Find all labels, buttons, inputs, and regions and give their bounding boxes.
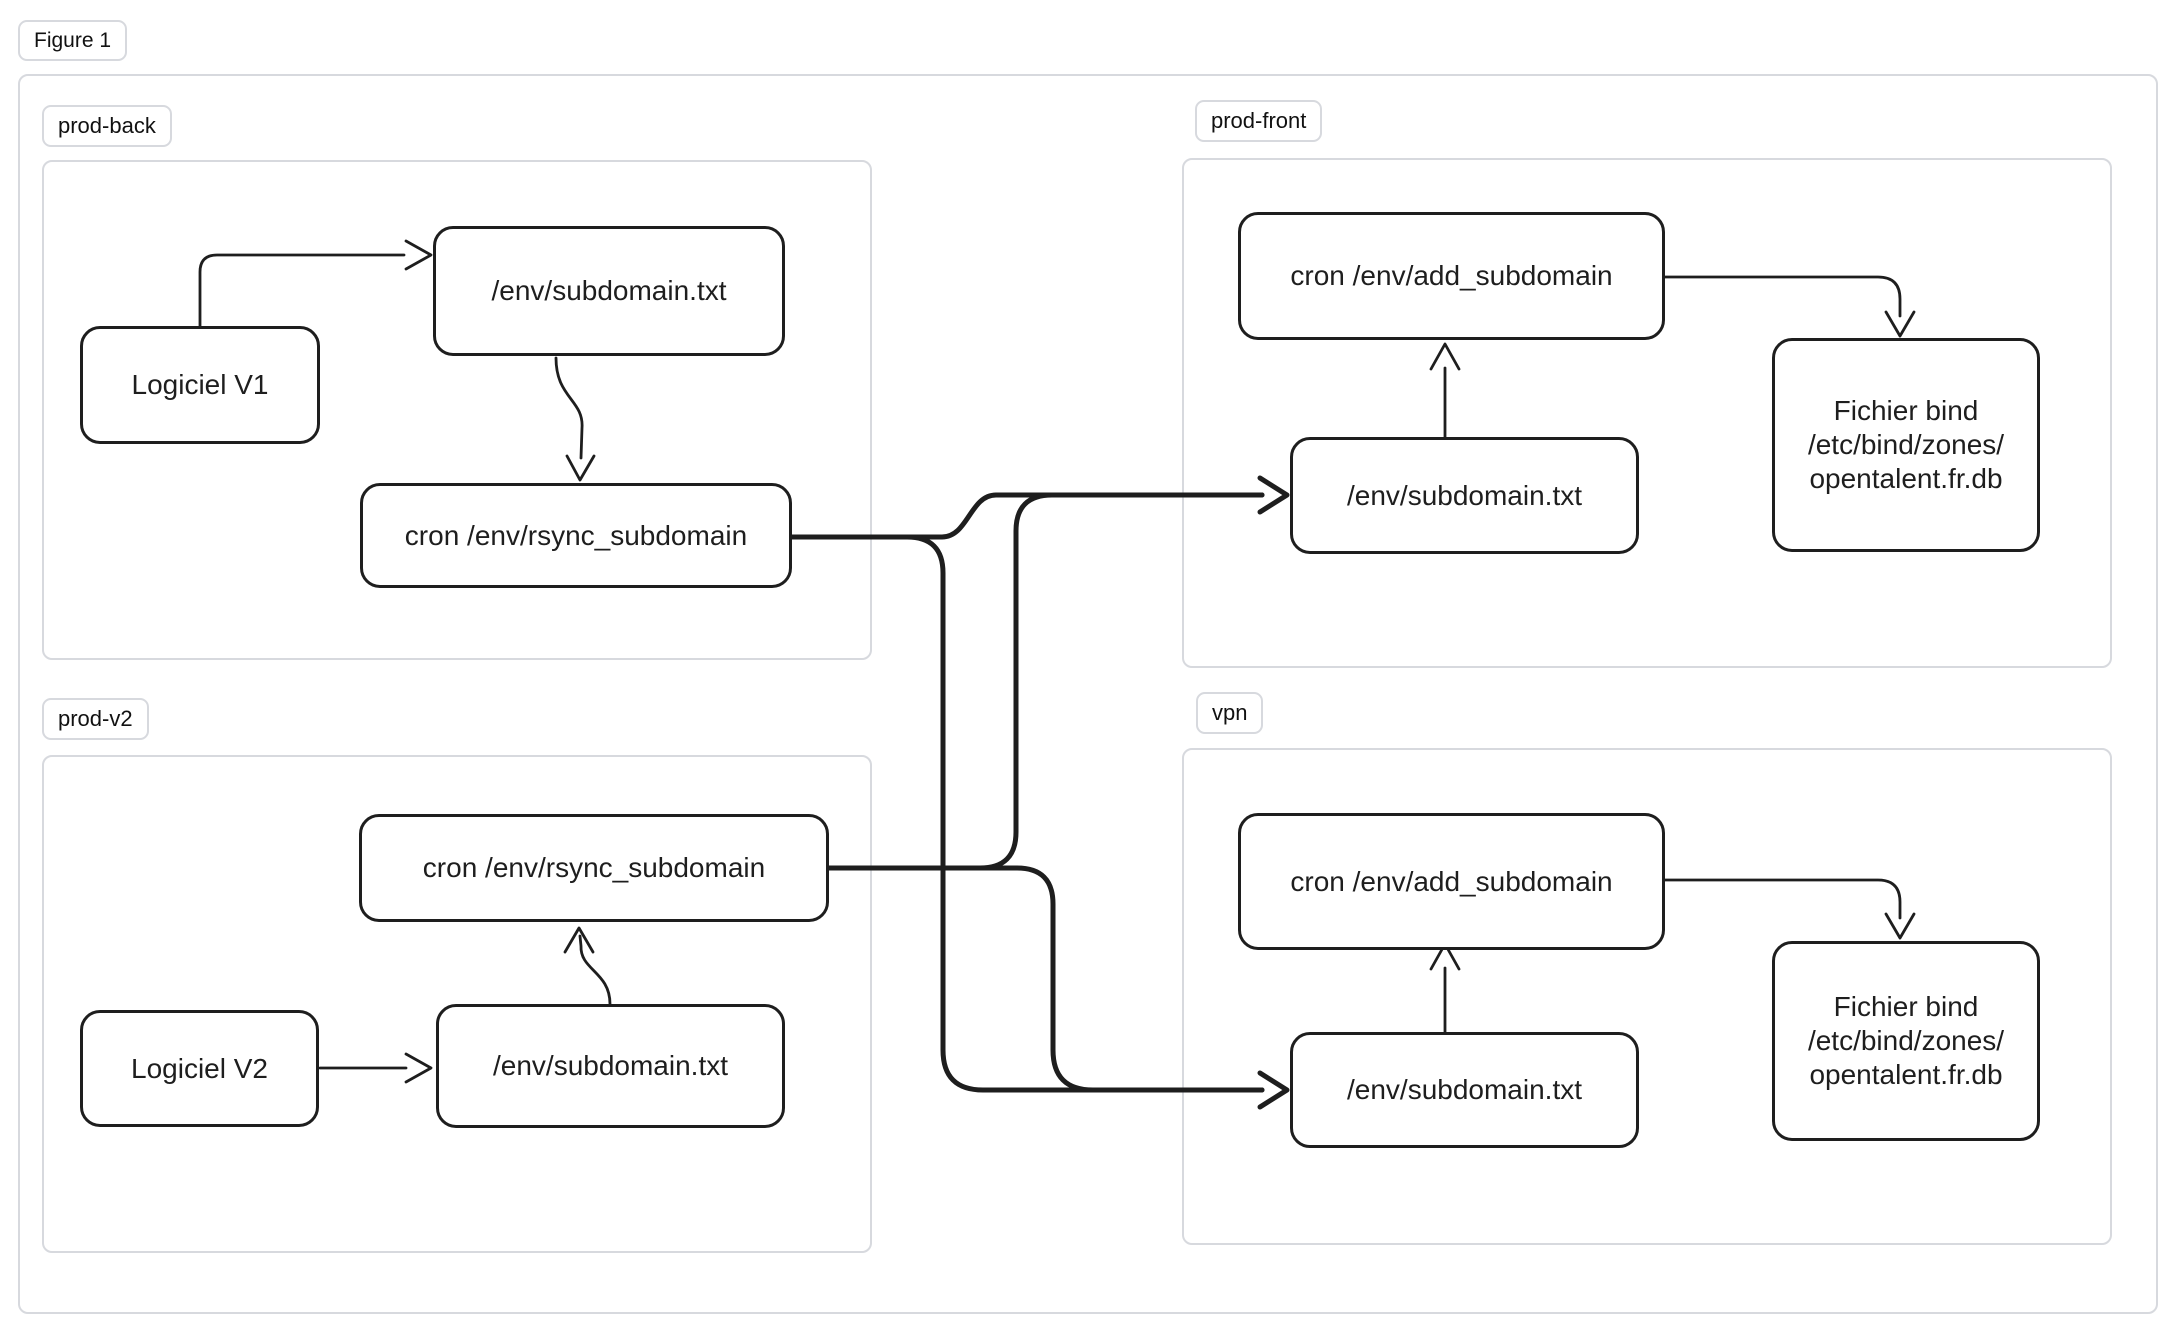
node-bind-prod-front-line3: opentalent.fr.db — [1809, 463, 2003, 494]
group-label-vpn: vpn — [1212, 700, 1248, 725]
node-rsync-prod-back: cron /env/rsync_subdomain — [360, 483, 792, 588]
group-chip-prod-front: prod-front — [1195, 100, 1323, 143]
node-subdomain-prod-back-label: /env/subdomain.txt — [491, 275, 727, 306]
node-add-prod-front-label: cron /env/add_subdomain — [1290, 260, 1613, 291]
node-rsync-prod-v2: cron /env/rsync_subdomain — [359, 814, 829, 922]
node-logiciel-v1: Logiciel V1 — [80, 326, 320, 444]
node-subdomain-prod-v2: /env/subdomain.txt — [436, 1004, 785, 1128]
node-bind-prod-front-line2: /etc/bind/zones/ — [1807, 429, 2005, 460]
group-label-prod-v2: prod-v2 — [58, 706, 133, 731]
node-subdomain-prod-back: /env/subdomain.txt — [433, 226, 785, 356]
node-logiciel-v2: Logiciel V2 — [80, 1010, 319, 1127]
group-chip-prod-v2: prod-v2 — [42, 698, 149, 741]
group-chip-vpn: vpn — [1196, 692, 1264, 735]
node-rsync-prod-v2-label: cron /env/rsync_subdomain — [422, 852, 766, 883]
figure-label-chip: Figure 1 — [18, 20, 128, 62]
node-bind-vpn: Fichier bind /etc/bind/zones/ opentalent… — [1772, 941, 2040, 1141]
node-subdomain-prod-v2-label: /env/subdomain.txt — [492, 1050, 729, 1081]
node-add-vpn-label: cron /env/add_subdomain — [1290, 865, 1613, 897]
group-label-prod-front: prod-front — [1211, 108, 1307, 133]
node-add-vpn: cron /env/add_subdomain — [1238, 813, 1665, 950]
group-label-prod-back: prod-back — [58, 113, 156, 138]
node-subdomain-prod-front-label: /env/subdomain.txt — [1346, 479, 1583, 511]
node-subdomain-vpn: /env/subdomain.txt — [1290, 1032, 1639, 1148]
node-bind-vpn-line1: Fichier bind — [1833, 991, 1979, 1022]
node-bind-prod-front: Fichier bind /etc/bind/zones/ opentalent… — [1772, 338, 2040, 552]
node-bind-vpn-line3: opentalent.fr.db — [1809, 1059, 2003, 1090]
node-subdomain-prod-front: /env/subdomain.txt — [1290, 437, 1639, 554]
node-bind-vpn-line2: /etc/bind/zones/ — [1807, 1025, 2005, 1056]
node-subdomain-vpn-label: /env/subdomain.txt — [1346, 1074, 1583, 1105]
node-logiciel-v2-label: Logiciel V2 — [131, 1052, 268, 1084]
group-chip-prod-back: prod-back — [42, 105, 172, 148]
node-logiciel-v1-label: Logiciel V1 — [131, 369, 269, 400]
node-rsync-prod-back-label: cron /env/rsync_subdomain — [404, 519, 748, 551]
node-add-prod-front: cron /env/add_subdomain — [1238, 212, 1665, 340]
node-bind-prod-front-line1: Fichier bind — [1833, 395, 1979, 426]
figure-label: Figure 1 — [34, 29, 112, 52]
